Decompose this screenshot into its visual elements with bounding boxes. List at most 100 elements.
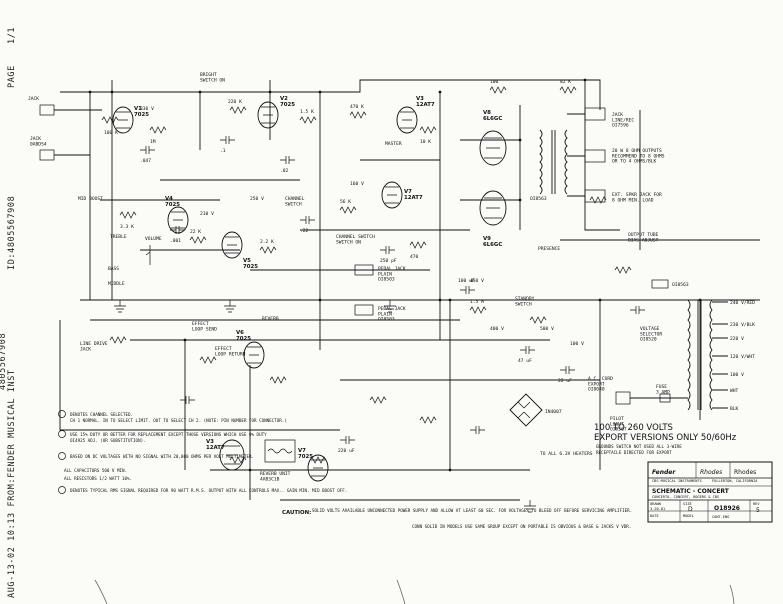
ground-symbols	[114, 300, 536, 513]
size-label: SIZE	[683, 502, 692, 506]
val-r-3-3k: 3.3 K	[120, 224, 134, 230]
val-v-250: 250 V	[250, 196, 264, 202]
fax-id-line: ID:4805567908	[7, 196, 17, 270]
drawn-value: CONT-ENG	[712, 515, 729, 519]
val-v-450: 450 V	[470, 278, 484, 284]
caution-text: SOLID VOLTS AVAILABLE UNCONNECTED POWER …	[312, 508, 632, 513]
component-values: 100 K 1M 220 K 1.5 K 470 K 10 K 100 82 K…	[104, 79, 584, 454]
val-v-160: 160 V	[350, 181, 364, 187]
tap-230: 230 V/BLK	[730, 322, 755, 328]
tap-240: 240 V/RED	[730, 300, 755, 306]
val-r-1-5m: 1.5 M	[470, 299, 484, 305]
val-c-100uf: 100 uF	[458, 278, 475, 284]
tap-blk: BLK	[730, 406, 739, 412]
export-line-4: RECEPTACLE DIRECTED FOR EXPORT	[596, 450, 672, 455]
notes-section: DENOTES CHANNEL SELECTED. CH 1 NORMAL. I…	[58, 410, 632, 529]
val-r-470: 470	[410, 254, 419, 260]
brand-fender: Fender	[652, 469, 676, 476]
power-transformer: 240 V/RED 230 V/BLK 220 V 120 V/WHT 100 …	[640, 299, 755, 412]
treble-label: TREBLE	[110, 234, 127, 240]
note-7: DENOTES TYPICAL RMS SIGNAL REQUIRED FOR …	[70, 488, 347, 493]
val-v-210: 210 V	[200, 211, 214, 217]
val-r-100: 100	[490, 79, 499, 85]
heater-note: TO ALL 6.3V HEATERS	[540, 451, 593, 457]
bias-part-label: OI8563	[672, 282, 689, 288]
export-line-3: GROUNDS SWITCH NOT USED ALL 3-WIRE	[596, 444, 682, 449]
val-r-100k-a: 100 K	[104, 130, 118, 136]
val-r-1m: 1M	[150, 139, 156, 145]
reverb-label: REVERB	[262, 316, 279, 322]
master-label: MASTER	[385, 141, 402, 147]
junction-dots	[88, 78, 702, 472]
val-v-100: 100 V	[570, 341, 584, 347]
val-r-1-5k: 1.5 K	[300, 109, 314, 115]
val-v-330: 330 V	[140, 106, 154, 112]
note-1: DENOTES CHANNEL SELECTED.	[70, 412, 133, 417]
val-c-220uf: 220 uF	[338, 448, 355, 454]
schematic-subtitle: CONCERTO, CONCERT, ROGERS & CBS	[652, 495, 719, 499]
export-notes: 100 TO 260 VOLTS EXPORT VERSIONS ONLY 50…	[594, 423, 737, 455]
val-c-22uf: 22 uF	[558, 378, 572, 384]
opt-transformer-label: OI8563	[530, 196, 547, 202]
brand-rhodes-2: Rhodes	[734, 469, 756, 476]
company-line-1: CBS MUSICAL INSTRUMENTS	[652, 479, 702, 483]
rev-label: REV	[753, 502, 760, 506]
val-c-1: .1	[220, 148, 226, 154]
val-r-56k: 56 K	[340, 199, 351, 205]
val-c-47uf: 47 uF	[518, 358, 532, 364]
date-label: DATE	[650, 514, 659, 518]
val-c-02: .02	[280, 168, 289, 174]
scan-artifacts	[94, 579, 735, 604]
fax-phone-line: 4805567908	[0, 333, 8, 390]
drawn-label: DRAWN	[650, 502, 661, 506]
val-v-400: 400 V	[490, 326, 504, 332]
brand-rhodes-1: Rhodes	[700, 469, 722, 476]
company-line-2: FULLERTON, CALIFORNIA	[712, 479, 758, 483]
note-1b: CH 1 NORMAL. IN TO SELECT LIMIT. OUT TO …	[70, 418, 287, 423]
bus-wires	[59, 79, 760, 501]
fax-from-line: AUG-13-02 10:13 FROM:FENDER MUSICAL INST	[7, 369, 17, 598]
val-r-82k: 82 K	[560, 79, 571, 85]
note-5: ALL CAPACITORS 500 V MIN.	[64, 468, 127, 473]
middle-label: MIDDLE	[108, 281, 125, 287]
val-r-10k: 10 K	[420, 139, 431, 145]
val-c-250p: 250 pF	[380, 258, 397, 264]
resistors	[101, 86, 632, 464]
val-r-220k: 220 K	[228, 99, 242, 105]
fax-page-number: 1/1	[7, 27, 17, 44]
rev-value: 5	[756, 507, 760, 514]
val-r-22k: 22 K	[190, 229, 201, 235]
